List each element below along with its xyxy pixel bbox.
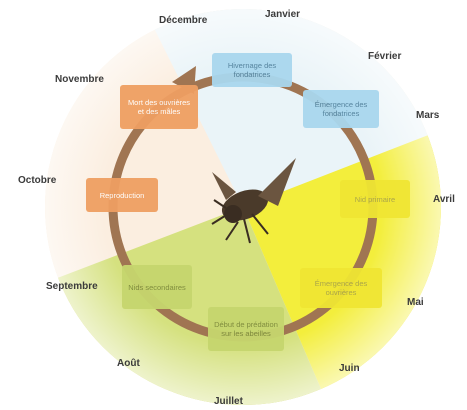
stage-nid-primaire: Nid primaire	[340, 180, 410, 218]
stage-hivernage: Hivernage des fondatrices	[212, 53, 292, 87]
hornet-icon	[211, 158, 296, 244]
month-fevrier: Février	[368, 51, 402, 62]
stage-reproduction: Reproduction	[86, 178, 158, 212]
month-aout: Août	[117, 358, 140, 369]
stage-emergence-fondatrices: Émergence des fondatrices	[303, 90, 379, 128]
month-decembre: Décembre	[159, 15, 208, 26]
month-mars: Mars	[416, 110, 440, 121]
stage-mort: Mort des ouvrières et des mâles	[120, 85, 198, 129]
month-septembre: Septembre	[46, 281, 98, 292]
month-avril: Avril	[433, 194, 455, 205]
stage-nids-secondaires: Nids secondaires	[122, 265, 192, 309]
month-janvier: Janvier	[265, 9, 301, 20]
month-mai: Mai	[407, 297, 424, 308]
month-octobre: Octobre	[18, 175, 57, 186]
stage-predation: Début de prédation sur les abeilles	[208, 307, 284, 351]
stage-emergence-ouvrieres: Émergence des ouvrières	[300, 268, 382, 308]
month-juillet: Juillet	[214, 396, 243, 407]
month-novembre: Novembre	[55, 74, 104, 85]
month-juin: Juin	[339, 363, 360, 374]
